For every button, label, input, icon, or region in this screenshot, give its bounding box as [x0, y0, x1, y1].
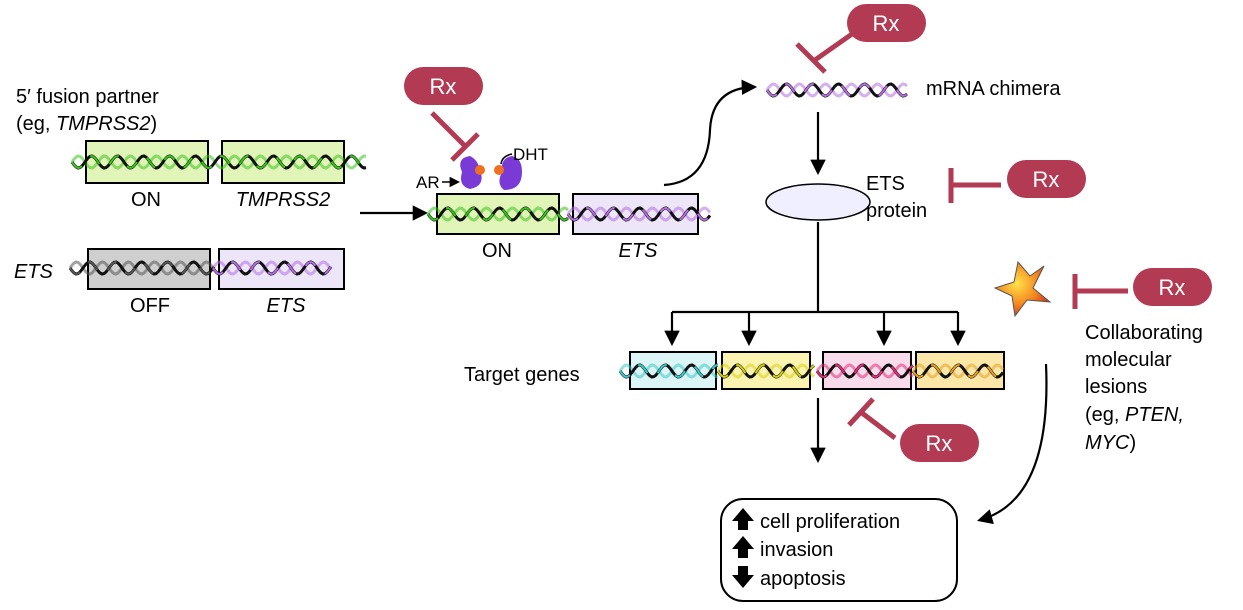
dna-fused-ets: [566, 206, 712, 222]
label-on: ON: [131, 189, 161, 211]
label-mrna-chimera: mRNA chimera: [926, 78, 1061, 100]
dna-target-3: [815, 363, 914, 379]
rx-label-mrna: Rx: [873, 11, 900, 36]
up-arrow-icon: [732, 536, 754, 558]
rx-line-mrna: [813, 31, 854, 63]
dna-strand-color: [619, 363, 719, 379]
dna-target-2: [716, 363, 815, 379]
dna-strand-back: [566, 206, 712, 222]
dna-strand-color: [717, 363, 815, 379]
label-ets-box: ETS: [267, 295, 307, 317]
label-collab-4: (eg, PTEN,: [1085, 404, 1184, 426]
dna-strand-back: [716, 363, 815, 379]
label-on-fused: ON: [482, 240, 512, 262]
arrow-lesions-to-outcome: [977, 363, 1048, 525]
rx-label-lesions: Rx: [1159, 275, 1186, 300]
label-ets-fused: ETS: [619, 240, 659, 262]
label-ets-protein-2: protein: [866, 200, 927, 222]
rx-bar-mrna: [795, 42, 827, 74]
dna-target-1: [618, 363, 719, 379]
label-tmprss2: TMPRSS2: [236, 189, 330, 211]
outcome-invasion: invasion: [760, 539, 833, 561]
rx-badge-targets: [900, 424, 979, 462]
star-icon: [993, 260, 1052, 318]
dna-strand-color: [71, 154, 367, 170]
dna-ets: [211, 260, 333, 276]
outcome-apoptosis: apoptosis: [760, 568, 846, 590]
dna-target-4: [911, 363, 1005, 379]
rx-line-ar: [430, 111, 468, 149]
dna-strand-back: [815, 363, 914, 379]
up-arrow-icon: [732, 508, 754, 530]
label-ets-protein-1: ETS: [866, 173, 905, 195]
dna-tmprss2: [70, 154, 367, 170]
rx-bar-ar: [450, 132, 480, 162]
dna-strand-back: [911, 363, 1005, 379]
dht-dot-2: [494, 165, 504, 175]
label-ar: AR: [416, 173, 440, 192]
label-collab-1: Collaborating: [1085, 322, 1203, 344]
dna-strand-color: [567, 206, 711, 222]
dna-strand-back: [68, 260, 216, 276]
rx-badge-mrna: [847, 4, 926, 42]
dht-pointer: [500, 153, 513, 165]
rx-line-targets: [860, 411, 897, 440]
dna-strand-color: [766, 82, 908, 98]
ar-dht-complex: [460, 156, 522, 190]
dna-strand-color: [427, 206, 569, 222]
fusion-partner-example: (eg, TMPRSS2): [16, 113, 157, 135]
dna-strand-back: [618, 363, 719, 379]
dna-strand-color: [212, 260, 332, 276]
label-target-genes: Target genes: [464, 364, 580, 386]
dht-dot-1: [475, 165, 485, 175]
rx-bar-targets: [847, 397, 875, 427]
rx-badge-protein: [1007, 160, 1086, 198]
ets-protein-ellipse: [765, 183, 871, 221]
label-ets-left: ETS: [14, 261, 54, 283]
label-collab-3: lesions: [1085, 376, 1147, 398]
dna-strand-color: [816, 363, 914, 379]
rx-label-targets: Rx: [926, 431, 953, 456]
rx-label-ar: Rx: [430, 74, 457, 99]
dna-strand-back: [70, 154, 367, 170]
fused-box-on: [436, 193, 560, 235]
outcome-box: [720, 498, 958, 602]
fused-box-ets: [572, 193, 699, 235]
label-collab-5: MYC): [1085, 432, 1136, 454]
mrna-chimera-strand: [765, 82, 908, 98]
rx-label-protein: Rx: [1033, 167, 1060, 192]
dna-strand-color: [912, 363, 1004, 379]
dna-fused-tmprss2: [426, 206, 569, 222]
dna-strand-color: [69, 260, 215, 276]
label-collab-2: molecular: [1085, 349, 1172, 371]
label-dht: DHT: [513, 145, 548, 164]
down-arrow-icon: [732, 566, 754, 588]
arrow-to-mrna: [663, 79, 758, 187]
fusion-partner-label: 5′ fusion partner: [16, 86, 159, 108]
rx-badge-lesions: [1133, 268, 1212, 306]
label-off: OFF: [130, 295, 170, 317]
rx-badge-ar: [404, 67, 483, 105]
dna-ets-off: [68, 260, 216, 276]
outcome-proliferation: cell proliferation: [760, 511, 900, 533]
dna-strand-back: [211, 260, 333, 276]
